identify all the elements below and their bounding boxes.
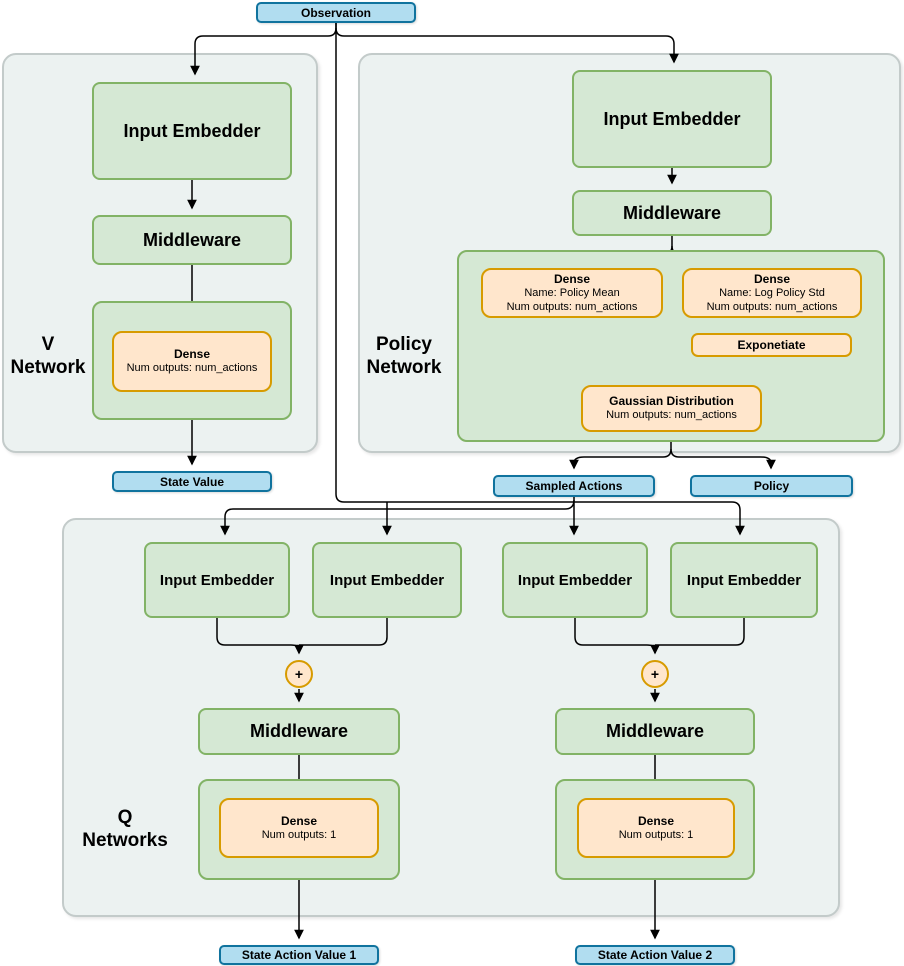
- state-value-label: State Value: [159, 474, 225, 489]
- dense-log-policy-std-outputs: Num outputs: num_actions: [706, 300, 838, 313]
- q2-middleware-label: Middleware: [605, 721, 705, 741]
- edge-sampled-actions-to-q1-embedder-a: [220, 499, 575, 536]
- state-action-value-2-label: State Action Value 2: [597, 948, 713, 962]
- dense-policy-mean-node: Dense Name: Policy Mean Num outputs: num…: [481, 268, 663, 318]
- q2-input-embedder-b-label: Input Embedder: [686, 571, 802, 589]
- dense-policy-mean-outputs: Num outputs: num_actions: [506, 300, 638, 313]
- exponetiate-label: Exponetiate: [737, 337, 806, 352]
- policy-network-label: Policy Network: [366, 334, 442, 378]
- state-action-value-1-node: State Action Value 1: [219, 945, 379, 965]
- q1-input-embedder-b-label: Input Embedder: [329, 571, 445, 589]
- q1-input-embedder-a-label: Input Embedder: [159, 571, 275, 589]
- q2-plus-icon: +: [650, 666, 660, 682]
- gaussian-title: Gaussian Distribution: [609, 394, 734, 409]
- edge-q1-embedder-b-to-plus: [299, 618, 388, 646]
- q2-middleware-node: Middleware: [555, 708, 755, 755]
- edge-q1-embedder-a-to-plus: [216, 618, 304, 655]
- edge-gaussian-to-policy: [670, 448, 776, 470]
- state-action-value-1-label: State Action Value 1: [241, 948, 357, 962]
- edge-q2-embedder-a-to-plus: [574, 618, 660, 655]
- q2-dense-title: Dense: [637, 813, 675, 828]
- v-middleware-node: Middleware: [92, 215, 292, 265]
- q1-input-embedder-a-node: Input Embedder: [144, 542, 290, 618]
- observation-label: Observation: [300, 5, 372, 20]
- gaussian-outputs: Num outputs: num_actions: [606, 409, 737, 422]
- dense-log-policy-std-title: Dense: [753, 271, 791, 286]
- q1-input-embedder-b-node: Input Embedder: [312, 542, 462, 618]
- dense-policy-mean-name: Name: Policy Mean: [524, 286, 620, 299]
- q1-sum-node: +: [285, 660, 313, 688]
- policy-input-embedder-node: Input Embedder: [572, 70, 772, 168]
- v-dense-outputs: Num outputs: num_actions: [126, 362, 258, 375]
- q2-input-embedder-a-node: Input Embedder: [502, 542, 648, 618]
- state-value-node: State Value: [112, 471, 272, 492]
- edge-observation-to-policy-embedder: [335, 27, 679, 64]
- q2-input-embedder-a-label: Input Embedder: [517, 571, 633, 589]
- q1-dense-outputs: Num outputs: 1: [261, 828, 337, 841]
- policy-output-label: Policy: [753, 479, 790, 493]
- edge-observation-to-v-embedder: [190, 23, 337, 76]
- policy-input-embedder-label: Input Embedder: [603, 108, 741, 129]
- policy-middleware-node: Middleware: [572, 190, 772, 236]
- sampled-actions-label: Sampled Actions: [525, 479, 623, 493]
- q1-dense-node: Dense Num outputs: 1: [219, 798, 379, 858]
- v-middleware-label: Middleware: [142, 229, 242, 250]
- v-dense-title: Dense: [173, 347, 211, 362]
- observation-node: Observation: [256, 2, 416, 23]
- v-network-label: V Network: [10, 334, 86, 378]
- policy-output-node: Policy: [690, 475, 853, 497]
- v-input-embedder-node: Input Embedder: [92, 82, 292, 180]
- q2-dense-outputs: Num outputs: 1: [618, 828, 694, 841]
- dense-log-policy-std-node: Dense Name: Log Policy Std Num outputs: …: [682, 268, 862, 318]
- policy-middleware-label: Middleware: [622, 202, 722, 223]
- gaussian-distribution-node: Gaussian Distribution Num outputs: num_a…: [581, 385, 762, 432]
- edge-gaussian-to-sampled-actions: [569, 432, 672, 470]
- state-action-value-2-node: State Action Value 2: [575, 945, 735, 965]
- dense-policy-mean-title: Dense: [553, 271, 591, 286]
- q1-plus-icon: +: [294, 666, 304, 682]
- q1-dense-title: Dense: [280, 813, 318, 828]
- q1-middleware-node: Middleware: [198, 708, 400, 755]
- exponetiate-node: Exponetiate: [691, 333, 852, 357]
- q2-sum-node: +: [641, 660, 669, 688]
- edge-q2-embedder-b-to-plus: [655, 618, 745, 646]
- v-dense-node: Dense Num outputs: num_actions: [112, 331, 272, 392]
- edge-observation-to-q2-embedder-b: [335, 23, 745, 536]
- q1-middleware-label: Middleware: [249, 721, 349, 741]
- sampled-actions-node: Sampled Actions: [493, 475, 655, 497]
- q-networks-label: Q Networks: [82, 807, 168, 851]
- dense-log-policy-std-name: Name: Log Policy Std: [719, 286, 825, 299]
- q2-input-embedder-b-node: Input Embedder: [670, 542, 818, 618]
- q2-dense-node: Dense Num outputs: 1: [577, 798, 735, 858]
- v-input-embedder-label: Input Embedder: [123, 120, 261, 141]
